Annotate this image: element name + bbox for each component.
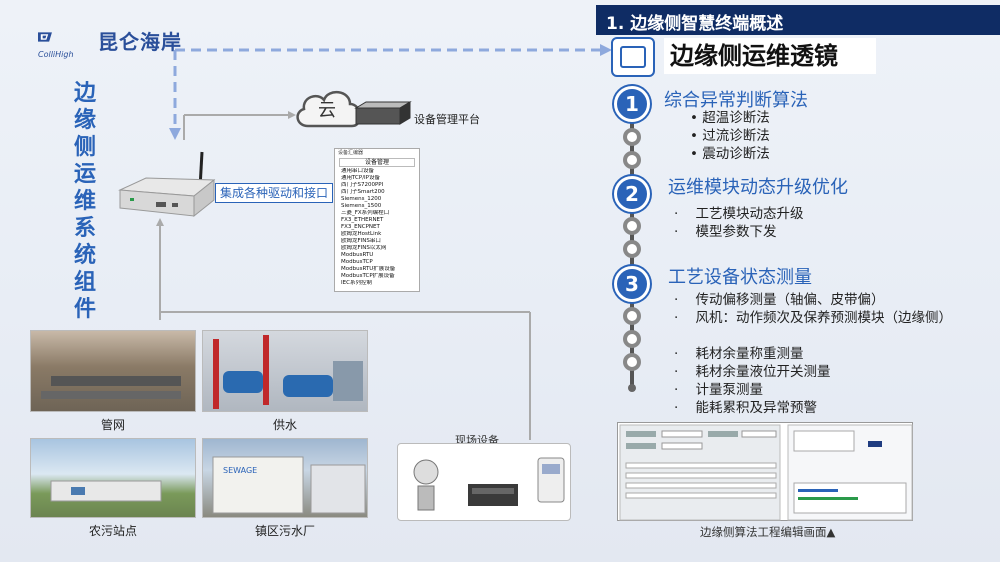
editor-caption: 边缘侧算法工程编辑画面▲	[700, 525, 836, 539]
timeline-dot	[623, 330, 641, 348]
devlist-item[interactable]: FX3_ENCPNET	[341, 224, 380, 230]
timeline-dot	[623, 307, 641, 325]
devlist-item[interactable]: 三菱_FX系列编程口	[341, 210, 390, 216]
devlist-item[interactable]: 通用串口设备	[341, 168, 375, 174]
devlist-item[interactable]: Siemens_1500	[341, 203, 382, 209]
lens-icon	[611, 37, 655, 77]
devlist-item[interactable]: 欧姆龙FINS以太网	[341, 245, 387, 251]
devlist-tab[interactable]: 设备管理	[339, 158, 415, 167]
platform-label: 设备管理平台	[414, 113, 480, 126]
devlist-header: 设备汇编器	[338, 150, 364, 156]
devlist-item[interactable]: 西门子S7200PPI	[341, 182, 384, 188]
bullet-item: • 超温诊断法	[690, 110, 770, 126]
devlist-item[interactable]: ModbusRTU扩展设备	[341, 266, 396, 272]
photo-caption: 供水	[272, 418, 297, 432]
step-number: 3	[614, 266, 650, 302]
bullet-item: • 震动诊断法	[690, 146, 770, 162]
plant-scene-icon: SEWAGE	[212, 456, 366, 514]
photo-rural-station	[30, 438, 196, 518]
section-title: 综合异常判断算法	[664, 90, 808, 111]
header-bar	[596, 5, 1000, 35]
photo-water-supply	[202, 330, 368, 412]
cloud-label: 云	[318, 100, 336, 121]
bullet-item: · 风机：动作频次及保养预测模块（边缘侧）	[674, 310, 952, 326]
devlist-item[interactable]: IEC系列控制	[341, 280, 372, 286]
logo-mark-icon	[38, 32, 52, 42]
editor-screenshot-icon	[619, 424, 913, 521]
field-devices-icon	[413, 457, 565, 511]
photo-caption: 农污站点	[88, 524, 137, 538]
driver-interface-label: 集成各种驱动和接口	[215, 183, 333, 203]
devlist-item[interactable]: 通用TCP/IP设备	[341, 175, 380, 181]
page-title: 1. 边缘侧智慧终端概述	[606, 14, 784, 34]
bullet-item: · 模型参数下发	[674, 224, 777, 240]
svg-text:SEWAGE: SEWAGE	[223, 466, 257, 475]
logo-subtext: ColliHigh	[38, 50, 74, 59]
device-driver-list: 设备汇编器 设备管理 通用串口设备 通用TCP/IP设备 西门子S7200PPI…	[334, 148, 420, 292]
edge-gateway-icon	[118, 151, 216, 218]
lens-title: 边缘侧运维透镜	[664, 38, 876, 74]
timeline-dot	[623, 217, 641, 235]
timeline-dot	[623, 128, 641, 146]
station-scene-icon	[50, 480, 162, 502]
server-box-icon	[354, 101, 412, 125]
pump-scene-icon	[213, 335, 363, 409]
bullet-item: · 能耗累积及异常预警	[674, 400, 817, 416]
algorithm-editor-screenshot	[617, 422, 913, 521]
photo-caption: 镇区污水厂	[254, 524, 315, 538]
devlist-item[interactable]: 西门子Smart200	[341, 189, 385, 195]
devlist-item[interactable]: FX3_ETHERNET	[341, 217, 384, 223]
photo-caption: 管网	[100, 418, 125, 432]
devlist-item[interactable]: ModbusRTU	[341, 252, 374, 258]
pipe-scene-icon	[41, 376, 181, 399]
devlist-item[interactable]: ModbusTCP	[341, 259, 373, 265]
devlist-item[interactable]: 欧姆龙FINS串口	[341, 238, 381, 244]
bullet-item: · 耗材余量液位开关测量	[674, 364, 831, 380]
bullet-item: · 工艺模块动态升级	[674, 206, 804, 222]
timeline-dot	[623, 240, 641, 258]
devlist-item[interactable]: Siemens_1200	[341, 196, 382, 202]
field-devices-box	[397, 443, 571, 521]
left-vertical-title: 边缘侧运维系统组件	[73, 81, 96, 322]
devlist-item[interactable]: ModbusTCP扩展设备	[341, 273, 395, 279]
bullet-item: · 计量泵测量	[674, 382, 763, 398]
logo-company-name: 昆仑海岸	[98, 30, 182, 54]
bullet-item: · 传动偏移测量（轴偏、皮带偏）	[674, 292, 885, 308]
timeline-end-dot	[628, 384, 636, 392]
step-number: 2	[614, 176, 650, 212]
section-title: 运维模块动态升级优化	[668, 177, 848, 198]
photo-pipe-network	[30, 330, 196, 412]
bullet-item: • 过流诊断法	[690, 128, 770, 144]
devlist-item[interactable]: 欧姆龙HostLink	[341, 231, 382, 237]
section-title: 工艺设备状态测量	[668, 267, 812, 288]
photo-town-plant: SEWAGE	[202, 438, 368, 518]
company-logo: 昆仑海岸 ColliHigh	[34, 22, 204, 62]
timeline-dot	[623, 151, 641, 169]
step-number: 1	[614, 86, 650, 122]
timeline-dot	[623, 353, 641, 371]
bullet-item: · 耗材余量称重测量	[674, 346, 804, 362]
